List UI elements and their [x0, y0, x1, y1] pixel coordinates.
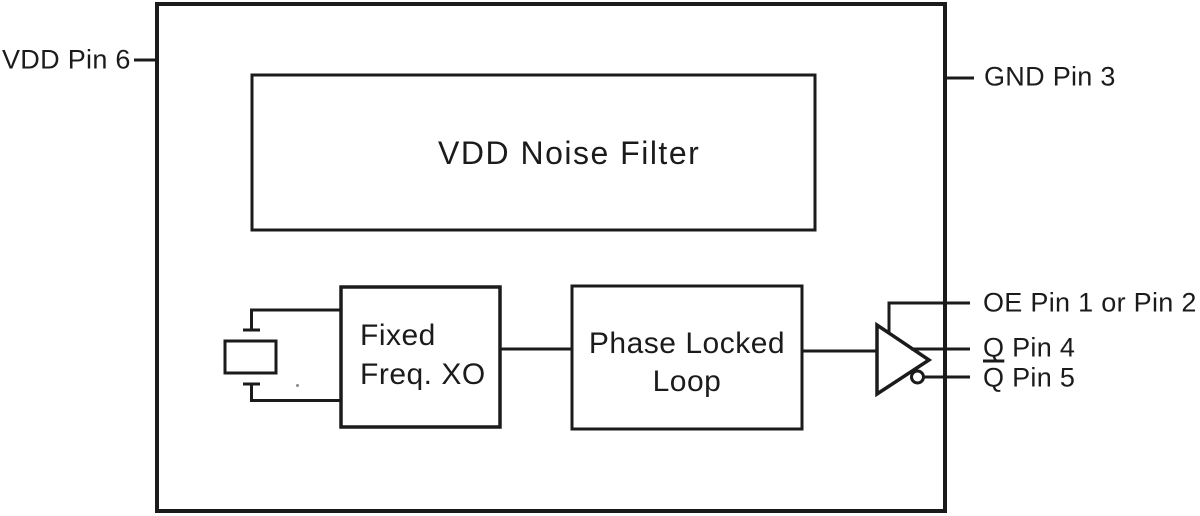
speck: [296, 384, 299, 387]
vdd-noise-filter-box: [250, 73, 817, 232]
gnd-pin-label: GND Pin 3: [984, 61, 1116, 92]
q-pin-label: Q Pin 4: [983, 332, 1076, 363]
inversion-bubble-icon: [910, 369, 925, 385]
qbar-pin-text: Pin 5: [1004, 362, 1076, 393]
pll-label: Phase Locked Loop: [572, 325, 802, 401]
pll-label-line2: Loop: [652, 365, 722, 398]
qbar-letter: Q: [983, 362, 1005, 393]
crystal-icon: [223, 308, 278, 402]
xo-label-line1: Fixed: [360, 319, 436, 352]
xo-label: Fixed Freq. XO: [360, 316, 486, 394]
xo-box: [339, 285, 502, 429]
chip-outline: [155, 2, 947, 513]
crystal-body: [223, 339, 278, 375]
xo-label-line2: Freq. XO: [360, 358, 486, 391]
pll-box: [570, 284, 804, 431]
output-buffer-icon: [875, 321, 933, 398]
oe-wire: [887, 301, 970, 334]
vdd-noise-filter-label: VDD Noise Filter: [438, 135, 701, 171]
vdd-pin-label: VDD Pin 6: [2, 44, 131, 75]
qbar-pin-label: Q Pin 5: [983, 362, 1076, 393]
pll-label-line1: Phase Locked: [588, 327, 786, 360]
oe-pin-label: OE Pin 1 or Pin 2: [983, 287, 1197, 318]
